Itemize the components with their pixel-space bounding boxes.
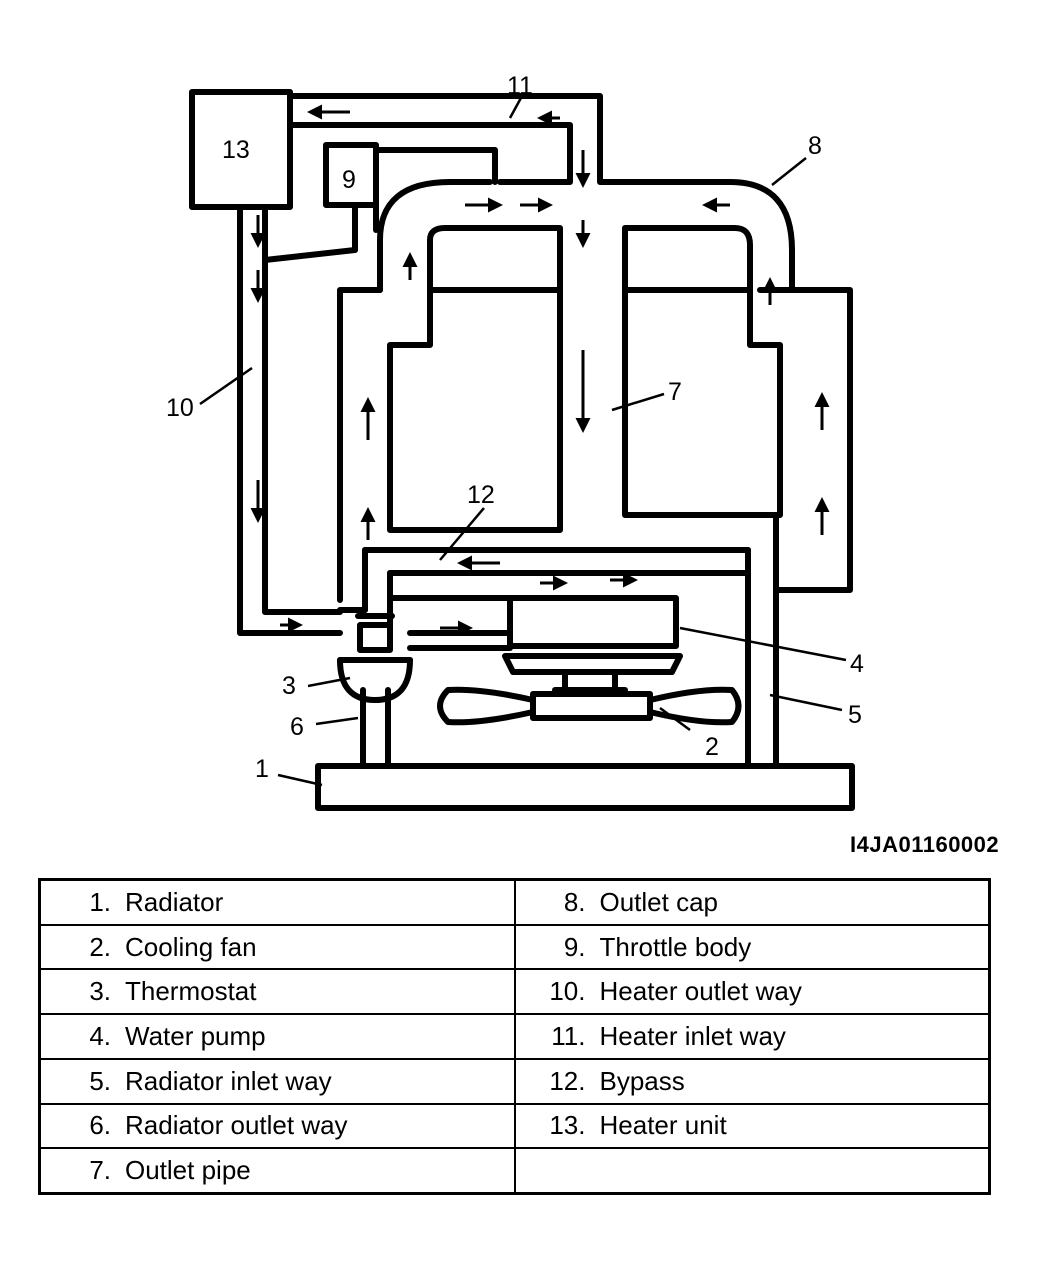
callout-4: 4 xyxy=(850,650,864,678)
legend-cell: 2. Cooling fan xyxy=(38,923,516,971)
callout-13: 13 xyxy=(222,136,250,164)
cooling-fan-hub xyxy=(530,691,653,721)
legend-number: 13. xyxy=(549,1110,586,1141)
legend-number: 5. xyxy=(89,1065,111,1096)
legend-cell: 6. Radiator outlet way xyxy=(38,1102,516,1150)
legend-cell: 8. Outlet cap xyxy=(513,878,991,926)
callout-9: 9 xyxy=(342,166,356,194)
outlet-cap-shape xyxy=(377,179,493,293)
legend-number: 11. xyxy=(551,1020,586,1051)
legend-label: Bypass xyxy=(599,1065,685,1096)
legend-label: Heater outlet way xyxy=(599,976,802,1007)
legend-label: Radiator xyxy=(125,886,224,917)
legend-cell: 1. Radiator xyxy=(38,878,516,926)
thermostat-shape xyxy=(337,657,413,703)
legend-row: 6. Radiator outlet way 13. Heater unit xyxy=(38,1102,991,1150)
callout-3: 3 xyxy=(282,672,296,700)
legend-number: 9. xyxy=(563,931,586,962)
radiator-shape xyxy=(315,763,855,811)
legend-cell: 5. Radiator inlet way xyxy=(38,1057,516,1105)
legend-label: Heater inlet way xyxy=(599,1020,786,1051)
legend-row: 3. Thermostat 10. Heater outlet way xyxy=(38,968,991,1016)
callout-11: 11 xyxy=(507,72,533,100)
cooling-fan-blade-right xyxy=(647,686,742,726)
legend-number: 4. xyxy=(89,1020,111,1051)
legend-label: Outlet cap xyxy=(599,886,719,917)
legend-cell: 12. Bypass xyxy=(513,1057,991,1105)
legend-cell: 11. Heater inlet way xyxy=(513,1013,991,1060)
callout-5: 5 xyxy=(848,701,862,729)
water-pump-shape xyxy=(507,595,679,649)
figure-reference-code: I4JA01160002 xyxy=(850,832,1000,857)
legend-number: 7. xyxy=(89,1155,111,1186)
legend-label: Thermostat xyxy=(125,976,257,1007)
legend-number: 8. xyxy=(563,886,586,917)
callout-12: 12 xyxy=(467,481,495,509)
cooling-fan-blade-left xyxy=(437,686,536,726)
legend-row: 7. Outlet pipe xyxy=(38,1147,991,1195)
legend-row: 2. Cooling fan 9. Throttle body xyxy=(38,923,991,971)
legend-label: Radiator outlet way xyxy=(125,1110,348,1141)
legend-row: 1. Radiator 8. Outlet cap xyxy=(38,878,991,926)
legend-cell: 9. Throttle body xyxy=(513,923,991,971)
callout-6: 6 xyxy=(290,713,304,741)
legend-label: Throttle body xyxy=(599,931,752,962)
legend-cell: 7. Outlet pipe xyxy=(38,1147,516,1195)
callout-7: 7 xyxy=(668,378,682,406)
legend-number: 3. xyxy=(89,976,111,1007)
legend-cell: 10. Heater outlet way xyxy=(513,968,991,1016)
legend-row: 5. Radiator inlet way 12. Bypass xyxy=(38,1057,991,1105)
legend-row: 4. Water pump 11. Heater inlet way xyxy=(38,1013,991,1060)
legend-number: 12. xyxy=(549,1065,586,1096)
legend-label: Radiator inlet way xyxy=(125,1065,332,1096)
legend-label: Outlet pipe xyxy=(125,1155,251,1186)
legend-label: Water pump xyxy=(125,1020,266,1051)
legend-table: 1. Radiator 8. Outlet cap 2. Cooling fan 9. Thr… xyxy=(38,878,991,1195)
legend-label: Heater unit xyxy=(599,1110,727,1141)
legend-number: 2. xyxy=(89,931,111,962)
legend-cell: 4. Water pump xyxy=(38,1013,516,1060)
callout-8: 8 xyxy=(808,132,822,160)
legend-number: 6. xyxy=(89,1110,111,1141)
legend-cell: 13. Heater unit xyxy=(513,1102,991,1150)
throttle-body-shape xyxy=(323,142,379,208)
legend-label: Cooling fan xyxy=(125,931,257,962)
legend-cell: 3. Thermostat xyxy=(38,968,516,1016)
legend-number: 10. xyxy=(549,976,586,1007)
callout-10: 10 xyxy=(166,394,194,422)
legend-number: 1. xyxy=(89,886,111,917)
callout-2: 2 xyxy=(705,733,719,761)
cooling-system-diagram: 1 2 3 4 5 6 7 8 9 10 11 12 13 xyxy=(166,72,864,811)
callout-1: 1 xyxy=(255,755,269,783)
legend-cell xyxy=(513,1147,991,1195)
